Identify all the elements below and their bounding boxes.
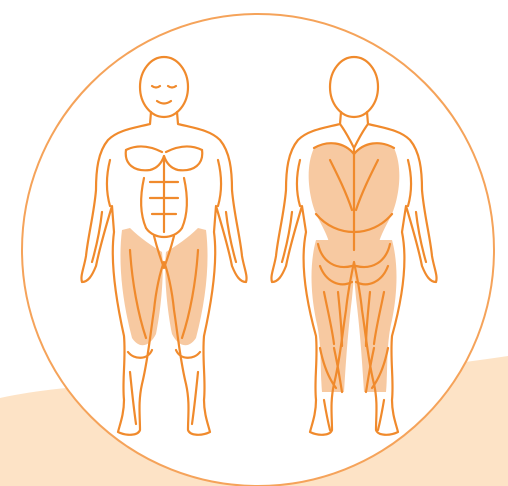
anatomy-illustration <box>0 0 508 486</box>
anatomy-svg <box>0 0 508 486</box>
